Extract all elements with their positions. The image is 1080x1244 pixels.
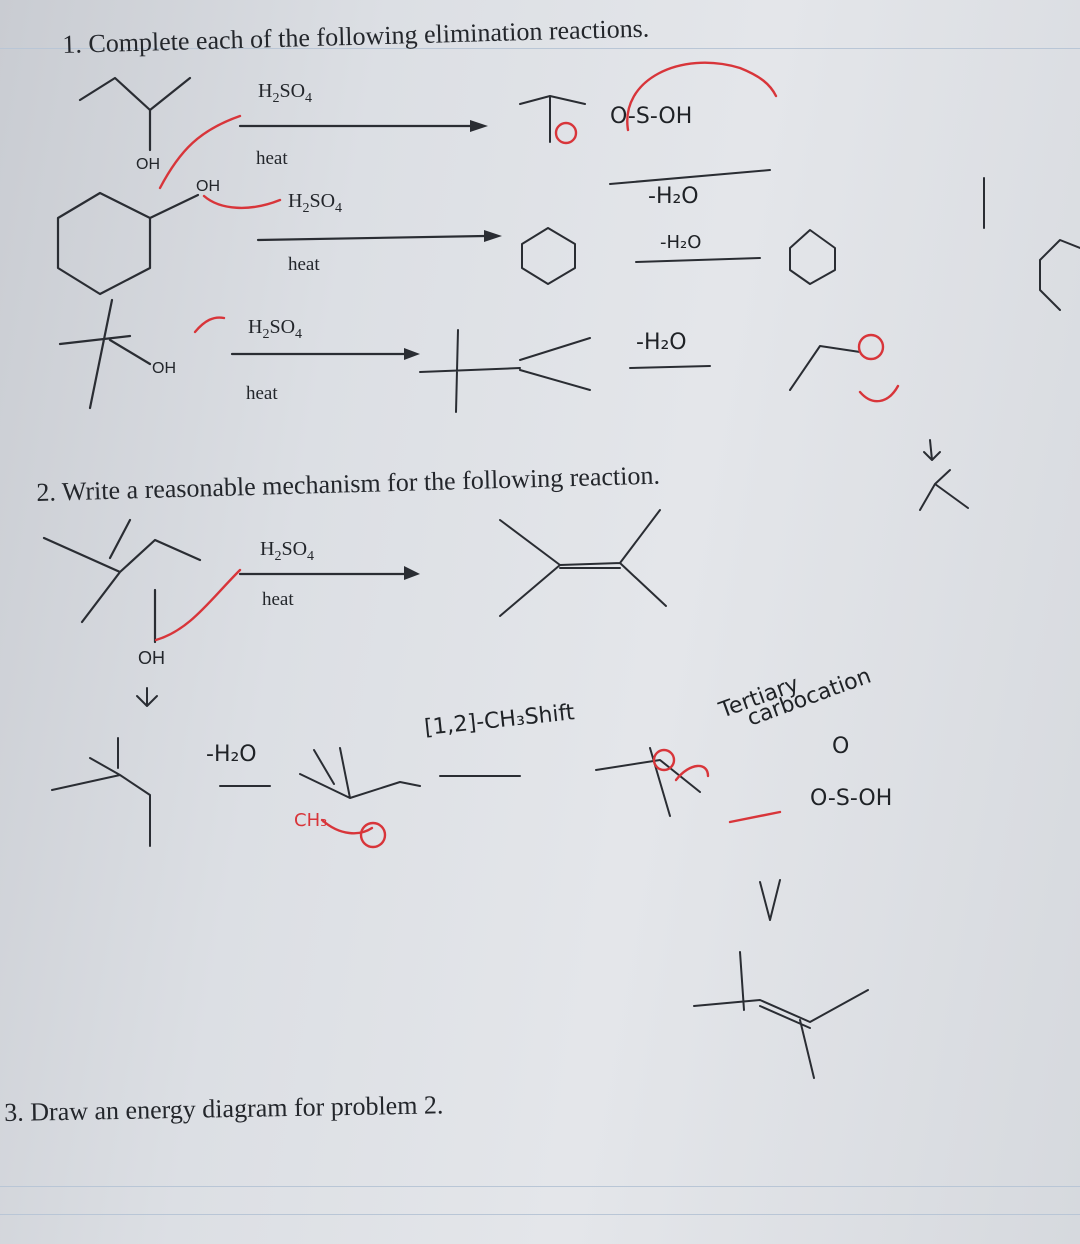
handwritten-protonated-alcohol-1 [519,95,586,143]
final-alkene [693,951,869,1079]
ruled-line [0,1186,1080,1187]
condition-4: heat [262,589,294,610]
reagent-1: H2SO4 [258,80,313,106]
handwritten-bisulfate-top: O-S-OH [610,104,693,129]
oh-label-1: OH [136,156,160,173]
handwritten-minus-water-4: -H₂O [206,742,257,767]
handwritten-minus-water-1: -H₂O [648,184,699,209]
reagent-4: H2SO4 [260,538,315,564]
oh-label-4: OH [138,648,165,668]
red-electron-arrow-3 [193,316,226,334]
ruled-line [0,48,1080,49]
handwritten-minus-water-2: -H₂O [660,232,702,253]
red-electron-arrow-1 [158,114,242,190]
condition-1: heat [256,148,288,169]
skeletal-structure-4 [42,518,202,644]
oh-label-2: OH [196,178,220,195]
reaction-arrow-2 [256,234,487,242]
handwritten-ch3: CH₃ [294,810,328,831]
oh-label-3: OH [152,360,176,377]
red-electron-arrow-4 [154,568,242,642]
skeletal-structure-1 [78,76,192,112]
handwritten-minus-water-3: -H₂O [636,330,687,355]
cyclohexane-ring [56,191,152,296]
reagent-2: H2SO4 [288,190,343,216]
handwritten-bisulfate-oxygen: O [832,734,850,759]
handwritten-secondary-cation [299,747,421,799]
handwritten-protonated-intermediate [51,737,151,847]
handwritten-oxonium [419,329,591,413]
condition-3: heat [246,383,278,404]
reagent-3: H2SO4 [248,316,303,342]
product-alkene [499,509,667,617]
handwritten-tertiary-cation [595,747,701,817]
ruled-line [0,1214,1080,1215]
condition-2: heat [288,254,320,275]
red-curve-arrow-5 [626,61,778,132]
skeletal-structure-3 [58,298,152,410]
handwritten-bisulfate: O-S-OH [810,786,893,811]
handwritten-cyclohexyl [521,227,576,285]
red-electron-arrow-2 [202,194,282,210]
